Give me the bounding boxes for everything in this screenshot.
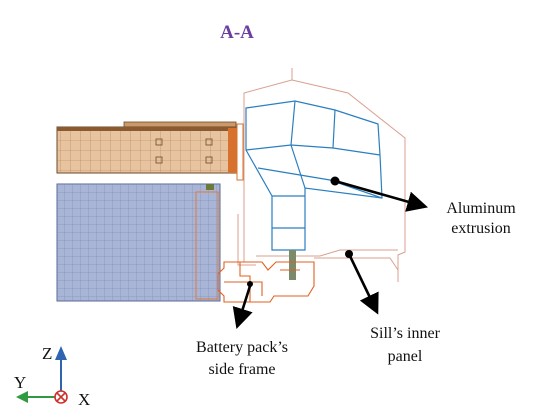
frame-leader-arrow [232,285,253,329]
aluminum-extrusion [245,100,383,251]
lower-block [56,183,221,302]
upper-block [56,121,244,181]
battery-pack-side-frame [217,261,315,303]
y-axis-label: Y [14,373,26,392]
sill-leader-arrow [347,253,379,315]
aluminum-extrusion-label-line1: Aluminum [446,200,516,217]
battery-frame-label-line1: Battery pack’s [196,339,288,356]
x-axis-label: X [78,390,90,409]
z-axis-label: Z [42,344,52,363]
aluminum-extrusion-label-line2: extrusion [451,220,511,237]
sill-panel-label-line1: Sill’s inner [370,325,440,342]
coordinate-triad [16,346,68,404]
extrusion-leader-arrow [334,179,429,212]
battery-frame-label-line2: side frame [208,361,275,378]
sill-inner-panel-outline [237,68,406,282]
section-title: A-A [220,22,254,43]
extrusion-post [289,250,296,280]
sill-panel-label-line2: panel [388,348,423,365]
frame-callout-dot [247,281,253,287]
